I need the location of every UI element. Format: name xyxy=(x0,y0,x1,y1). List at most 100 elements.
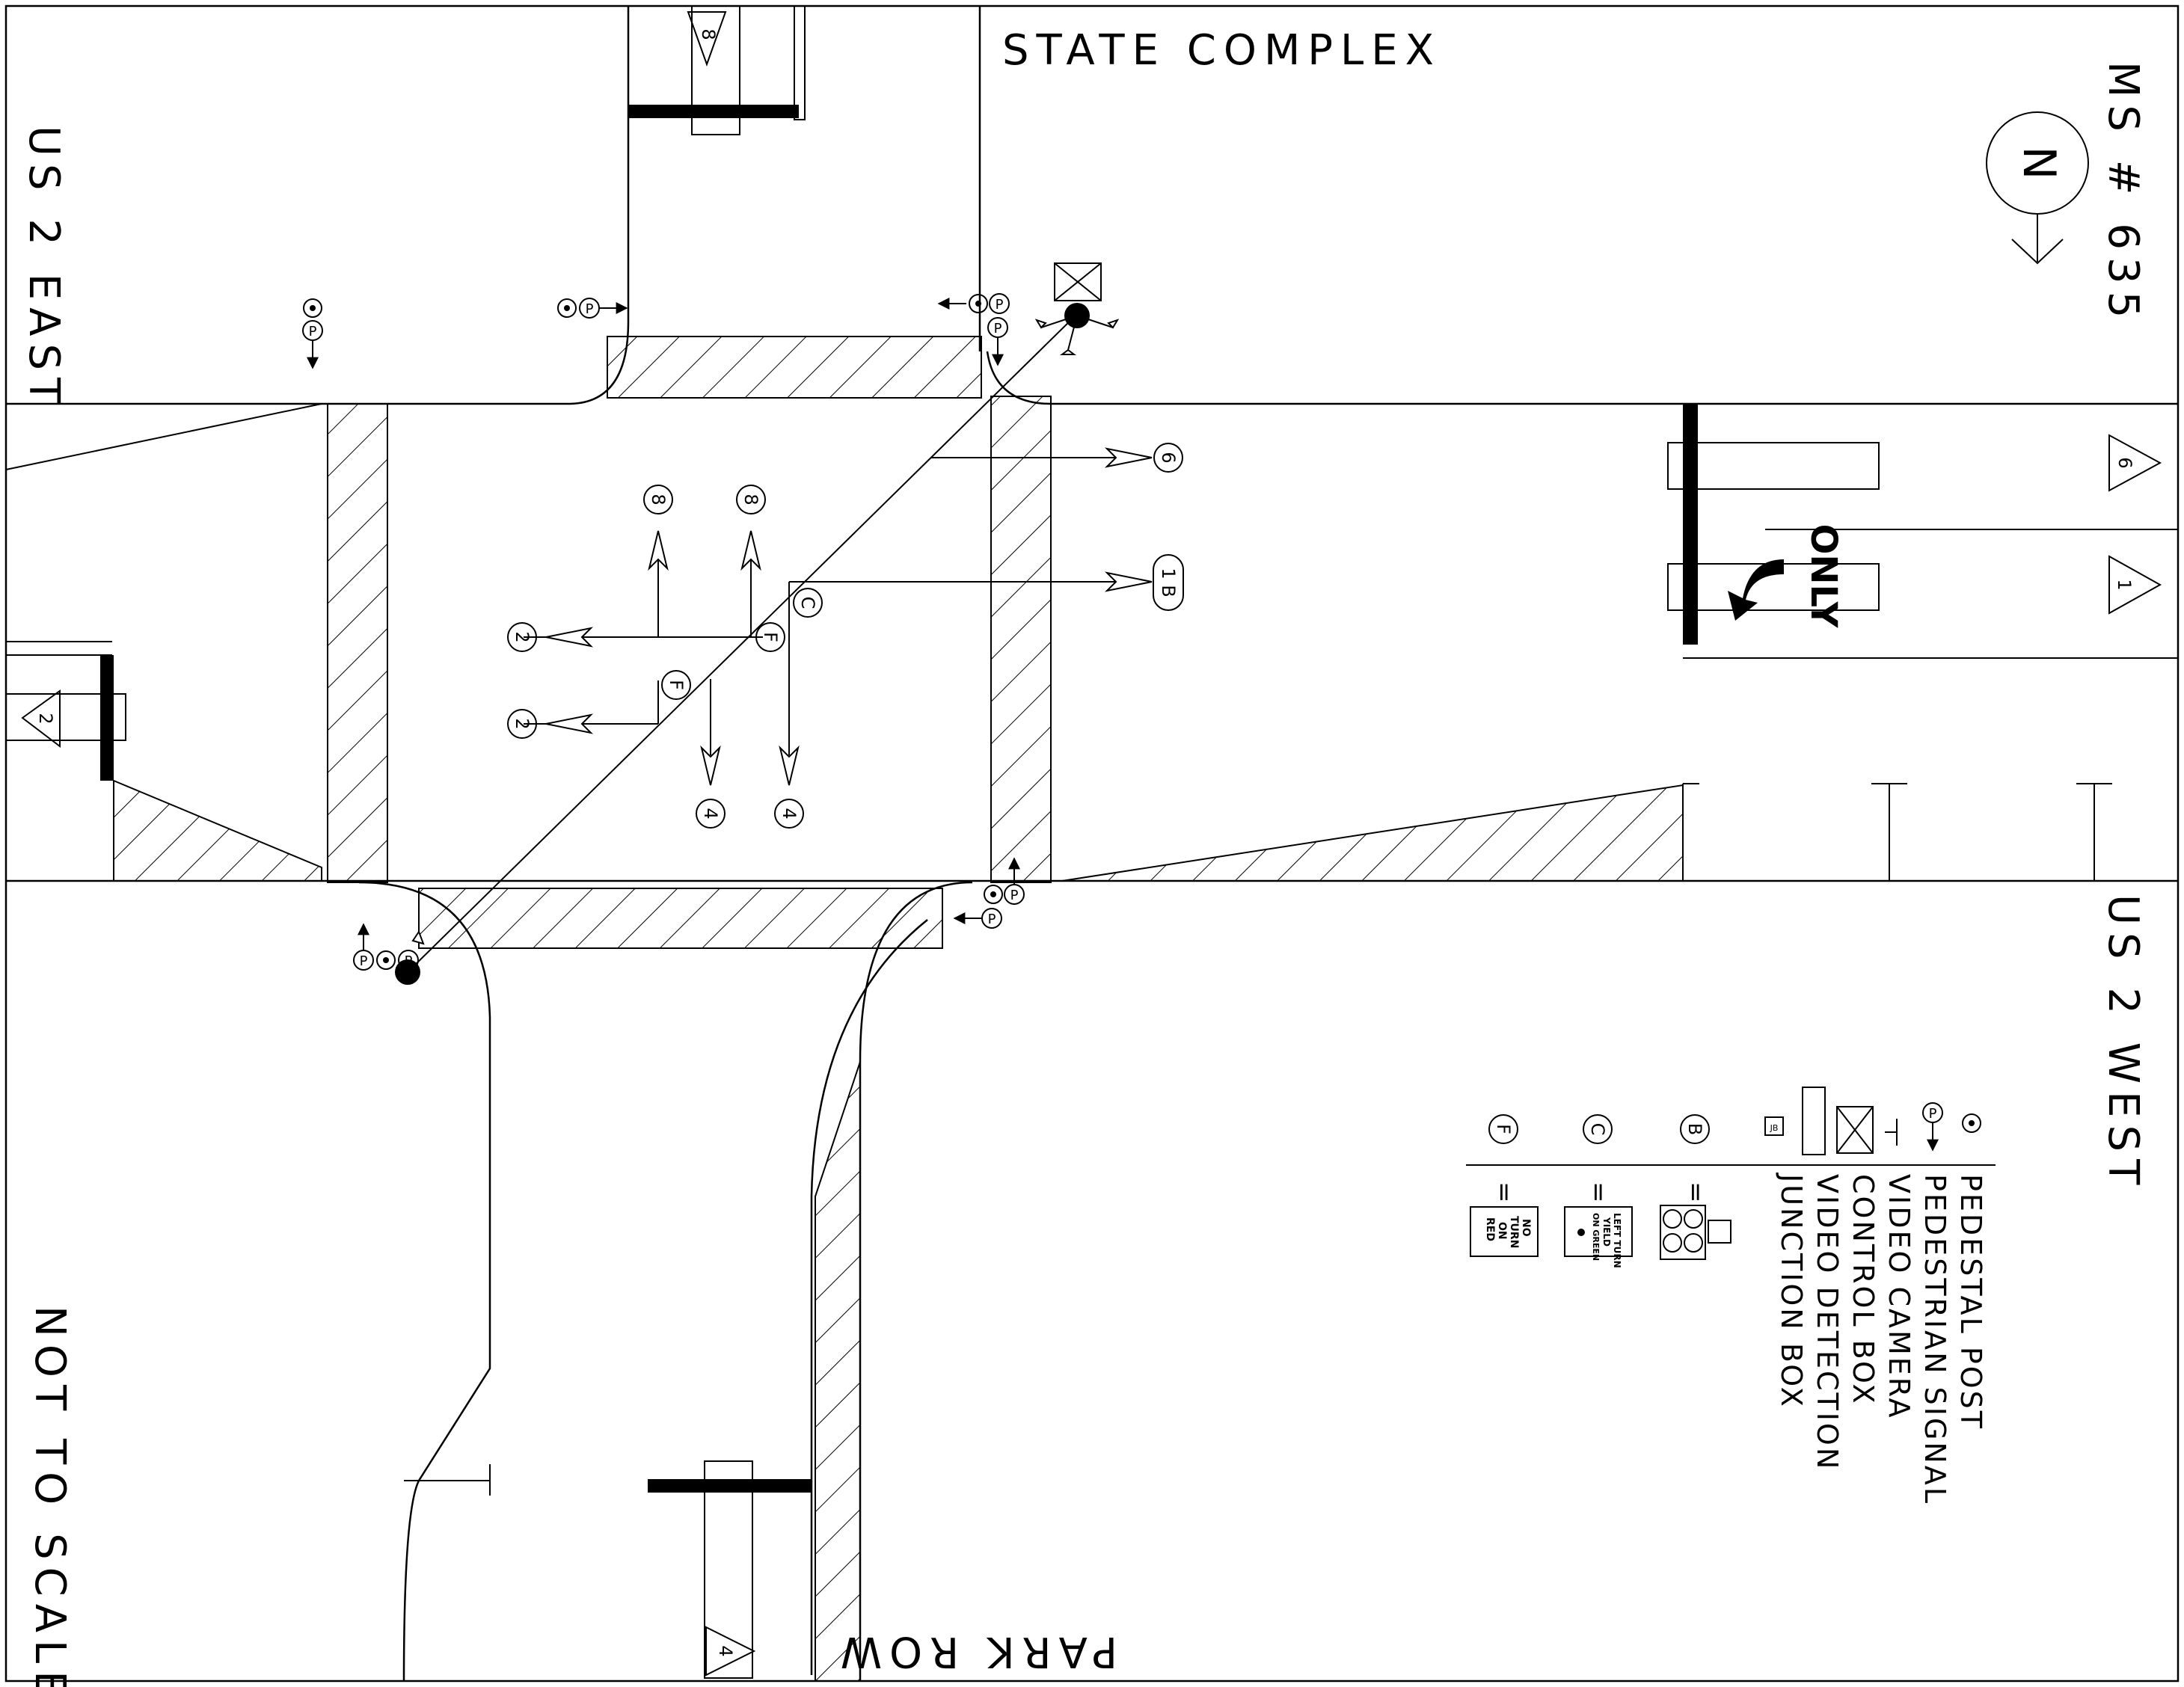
svg-text:F: F xyxy=(1493,1124,1514,1134)
ped-group-se: P P xyxy=(953,857,1025,929)
phase-triangle-west: 2 xyxy=(21,689,61,749)
signal-head-6: 6 xyxy=(1153,443,1183,473)
ped-group-ne: P P xyxy=(937,293,1010,366)
svg-text:8: 8 xyxy=(648,494,669,505)
crosswalk-north xyxy=(607,336,982,399)
svg-text:F: F xyxy=(760,632,781,642)
control-box-ne xyxy=(1054,262,1102,301)
sign-tag-f-second: F xyxy=(661,670,691,700)
crosswalk-east xyxy=(990,396,1052,883)
svg-text:6: 6 xyxy=(1158,452,1179,463)
legend-text-video-detection: VIDEO DETECTION xyxy=(1811,1174,1844,1471)
detection-zones xyxy=(5,5,1880,1679)
svg-text:8: 8 xyxy=(740,494,761,505)
signal-head-4a: 4 xyxy=(696,799,726,829)
label-ms635: MS # 635 xyxy=(2099,61,2147,325)
legend-text-pedestrian-signal: PEDESTRIAN SIGNAL xyxy=(1918,1174,1951,1505)
svg-text:JB: JB xyxy=(1770,1123,1779,1133)
svg-text:8: 8 xyxy=(698,28,719,40)
svg-text:=: = xyxy=(1489,1181,1519,1203)
legend: P JB PEDESTAL POST PEDESTRIAN SIGNAL VID… xyxy=(1466,1087,1996,1505)
label-us2-east: US 2 EAST xyxy=(19,126,68,411)
north-arrow: N xyxy=(1986,111,2089,265)
phase-triangles: 8 6 1 2 4 xyxy=(21,11,2162,1677)
phase-triangle-south: 4 xyxy=(705,1626,756,1677)
legend-symbol-control-box xyxy=(1836,1106,1874,1154)
legend-sign-f: F = NO TURN ON RED xyxy=(1470,1114,1539,1257)
legend-symbol-video-camera xyxy=(1885,1119,1898,1146)
signal-head-8b: 8 xyxy=(736,485,766,514)
svg-text:F: F xyxy=(666,680,687,690)
svg-text:1 B: 1 B xyxy=(1158,568,1179,597)
svg-text:4: 4 xyxy=(715,1645,736,1656)
svg-text:ON: ON xyxy=(1496,1222,1508,1240)
svg-text:TURN: TURN xyxy=(1508,1216,1520,1248)
signal-head-2a: 2 xyxy=(507,622,537,652)
only-lane-marking: ONLY xyxy=(1728,524,1844,629)
label-state-complex: STATE COMPLEX xyxy=(1002,26,1441,75)
svg-text:YIELD: YIELD xyxy=(1601,1217,1612,1247)
legend-sign-b: B = xyxy=(1660,1114,1731,1260)
svg-text:P: P xyxy=(994,321,1002,337)
legend-text-video-camera: VIDEO CAMERA xyxy=(1883,1174,1915,1420)
camera-pole-sw xyxy=(395,959,420,985)
lane-ticks xyxy=(404,783,2112,1496)
svg-text:=: = xyxy=(1583,1181,1613,1203)
svg-text:1: 1 xyxy=(2114,579,2135,590)
svg-text:P: P xyxy=(360,953,368,969)
legend-symbol-video-detection xyxy=(1802,1087,1826,1155)
phase-triangle-north: 8 xyxy=(687,11,727,67)
signal-head-2b: 2 xyxy=(507,709,537,739)
svg-text:RED: RED xyxy=(1484,1217,1496,1241)
svg-text:B: B xyxy=(1684,1123,1705,1135)
signal-head-1b: 1 B xyxy=(1153,554,1184,611)
camera-poles xyxy=(395,262,1120,985)
sign-tags: C F F xyxy=(661,588,823,700)
page-border xyxy=(4,4,2180,1683)
svg-text:6: 6 xyxy=(2114,457,2135,468)
signal-head-arrows xyxy=(545,447,1153,786)
svg-text:ON GREEN: ON GREEN xyxy=(1591,1213,1601,1261)
svg-text:P: P xyxy=(996,297,1004,313)
crosswalk-south xyxy=(418,888,943,949)
svg-text:2: 2 xyxy=(35,713,56,724)
street-labels: STATE COMPLEX US 2 EAST MS # 635 US 2 WE… xyxy=(19,26,2147,1687)
phase-triangle-east-left: 1 xyxy=(2108,555,2162,615)
svg-text:P: P xyxy=(1010,888,1019,903)
phase-triangle-east-through: 6 xyxy=(2108,434,2162,492)
label-not-to-scale: NOT TO SCALE xyxy=(25,1306,74,1687)
legend-symbol-junction-box: JB xyxy=(1764,1116,1784,1136)
signal-head-8a: 8 xyxy=(643,485,673,514)
crosswalks xyxy=(327,336,1052,949)
legend-symbol-pedestal-post xyxy=(1962,1113,1981,1133)
legend-text-junction-box: JUNCTION BOX xyxy=(1775,1173,1808,1409)
svg-text:C: C xyxy=(797,597,818,609)
label-us2-west: US 2 WEST xyxy=(2099,894,2147,1192)
signal-head-4b: 4 xyxy=(774,799,804,829)
label-park-row: PARK ROW xyxy=(833,1627,1117,1676)
ped-group-n1: P xyxy=(557,298,628,319)
sign-tag-f-main: F xyxy=(755,622,785,652)
crosswalk-west xyxy=(327,403,388,883)
svg-text:ONLY: ONLY xyxy=(1803,524,1844,629)
svg-text:=: = xyxy=(1681,1181,1711,1203)
legend-sign-c: C = LEFT TURN YIELD ON GREEN xyxy=(1564,1114,1633,1268)
hatched-islands xyxy=(113,779,1684,1682)
signal-heads: 8 8 6 1 B 2 2 4 4 xyxy=(507,443,1184,829)
svg-text:P: P xyxy=(309,324,317,339)
sign-tag-c: C xyxy=(793,588,823,618)
svg-text:2: 2 xyxy=(512,718,533,729)
svg-text:P: P xyxy=(1929,1106,1937,1122)
svg-text:LEFT TURN: LEFT TURN xyxy=(1612,1213,1622,1268)
svg-text:NO: NO xyxy=(1520,1219,1532,1237)
legend-symbol-ped-signal: P xyxy=(1922,1102,1943,1152)
svg-text:4: 4 xyxy=(779,808,800,819)
span-wire xyxy=(407,313,1078,973)
stop-bars xyxy=(100,105,1698,1493)
svg-text:P: P xyxy=(586,301,594,317)
svg-text:P: P xyxy=(988,912,996,927)
legend-text-pedestal-post: PEDESTAL POST xyxy=(1954,1174,1987,1431)
ped-group-nw: P xyxy=(302,298,323,369)
svg-text:N: N xyxy=(2013,147,2065,180)
